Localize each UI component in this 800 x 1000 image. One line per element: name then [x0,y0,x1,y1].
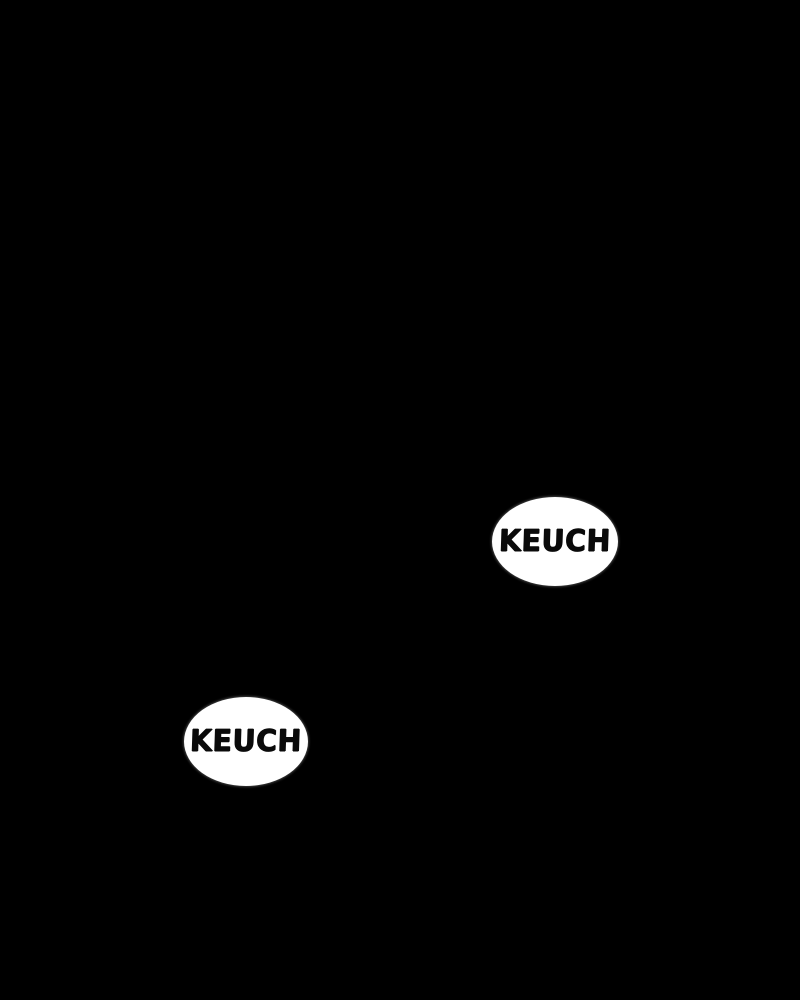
sound-effect-text: KEUCH [498,523,612,559]
sound-effect-text: KEUCH [189,723,303,759]
sound-effect-bubble: KEUCH [492,497,618,586]
sound-effect-bubble: KEUCH [184,697,308,786]
